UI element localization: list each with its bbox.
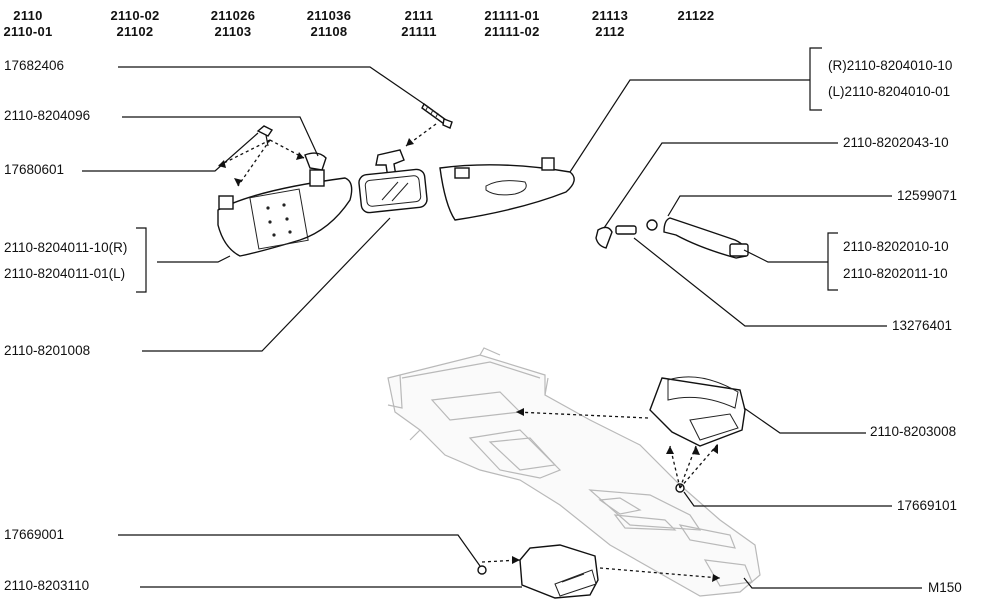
model-bottom: 2112 [595,24,625,39]
part-number-mirror: 2110-8201008 [4,343,91,358]
part-number-handle-washer: 12599071 [897,188,958,203]
part-number-ashtray-screw: 17669101 [897,498,958,513]
console-outline [387,347,761,597]
part-number-left-visor-r: 2110-8204011-10(R) [4,240,128,255]
part-number-left-visor-l: 2110-8204011-01(L) [4,266,126,281]
part-number-console: M150 [928,580,962,595]
model-bottom: 21111 [401,24,437,39]
part-number-right-visor-r: (R)2110-8204010-10 [828,58,953,73]
model-bottom: 21108 [310,24,348,39]
model-bottom: 21102 [116,24,154,39]
console-box [477,544,599,599]
part-number-right-visor-l: (L)2110-8204010-01 [828,84,951,99]
part-number-handle-cap: 2110-8202043-10 [843,135,949,150]
model-col-4: 211036 21108 [294,8,364,40]
model-col-7: 21113 2112 [575,8,645,40]
left-sun-visor [217,125,353,257]
model-col-6: 21111-01 21111-02 [470,8,554,40]
model-top: 21113 [591,8,629,23]
grab-handle [595,217,749,259]
part-number-ashtray: 2110-8203008 [870,424,957,439]
model-col-3: 211026 21103 [198,8,268,40]
model-bottom: 21103 [214,24,252,39]
model-top: 211026 [210,8,256,23]
rear-view-mirror [358,149,428,214]
model-col-5: 2111 21111 [384,8,454,40]
part-number-console-screw: 17669001 [4,527,65,542]
model-top: 21122 [677,8,715,23]
model-top: 2110 [13,8,43,23]
assembly-arrows [217,123,721,582]
model-col-2: 2110-02 21102 [100,8,170,40]
leader-lines [82,47,922,589]
model-bottom: 21111-02 [484,24,540,39]
part-number-screw: 17682406 [4,58,65,73]
part-number-handle-screw: 13276401 [892,318,953,333]
model-top: 2110-02 [110,8,160,23]
part-number-handle-a: 2110-8202010-10 [843,239,949,254]
part-number-visor-clip: 2110-8204096 [4,108,91,123]
model-top: 2111 [404,8,434,23]
part-number-visor-screw: 17680601 [4,162,65,177]
model-top: 211036 [306,8,352,23]
model-bottom: 2110-01 [3,24,53,39]
model-col-8: 21122 [661,8,731,24]
part-number-console-box: 2110-8203110 [4,578,90,593]
right-sun-visor [439,157,575,221]
model-top: 21111-01 [484,8,540,23]
top-screw [421,102,453,129]
part-number-handle-b: 2110-8202011-10 [843,266,948,281]
model-col-1: 2110 2110-01 [0,8,56,40]
